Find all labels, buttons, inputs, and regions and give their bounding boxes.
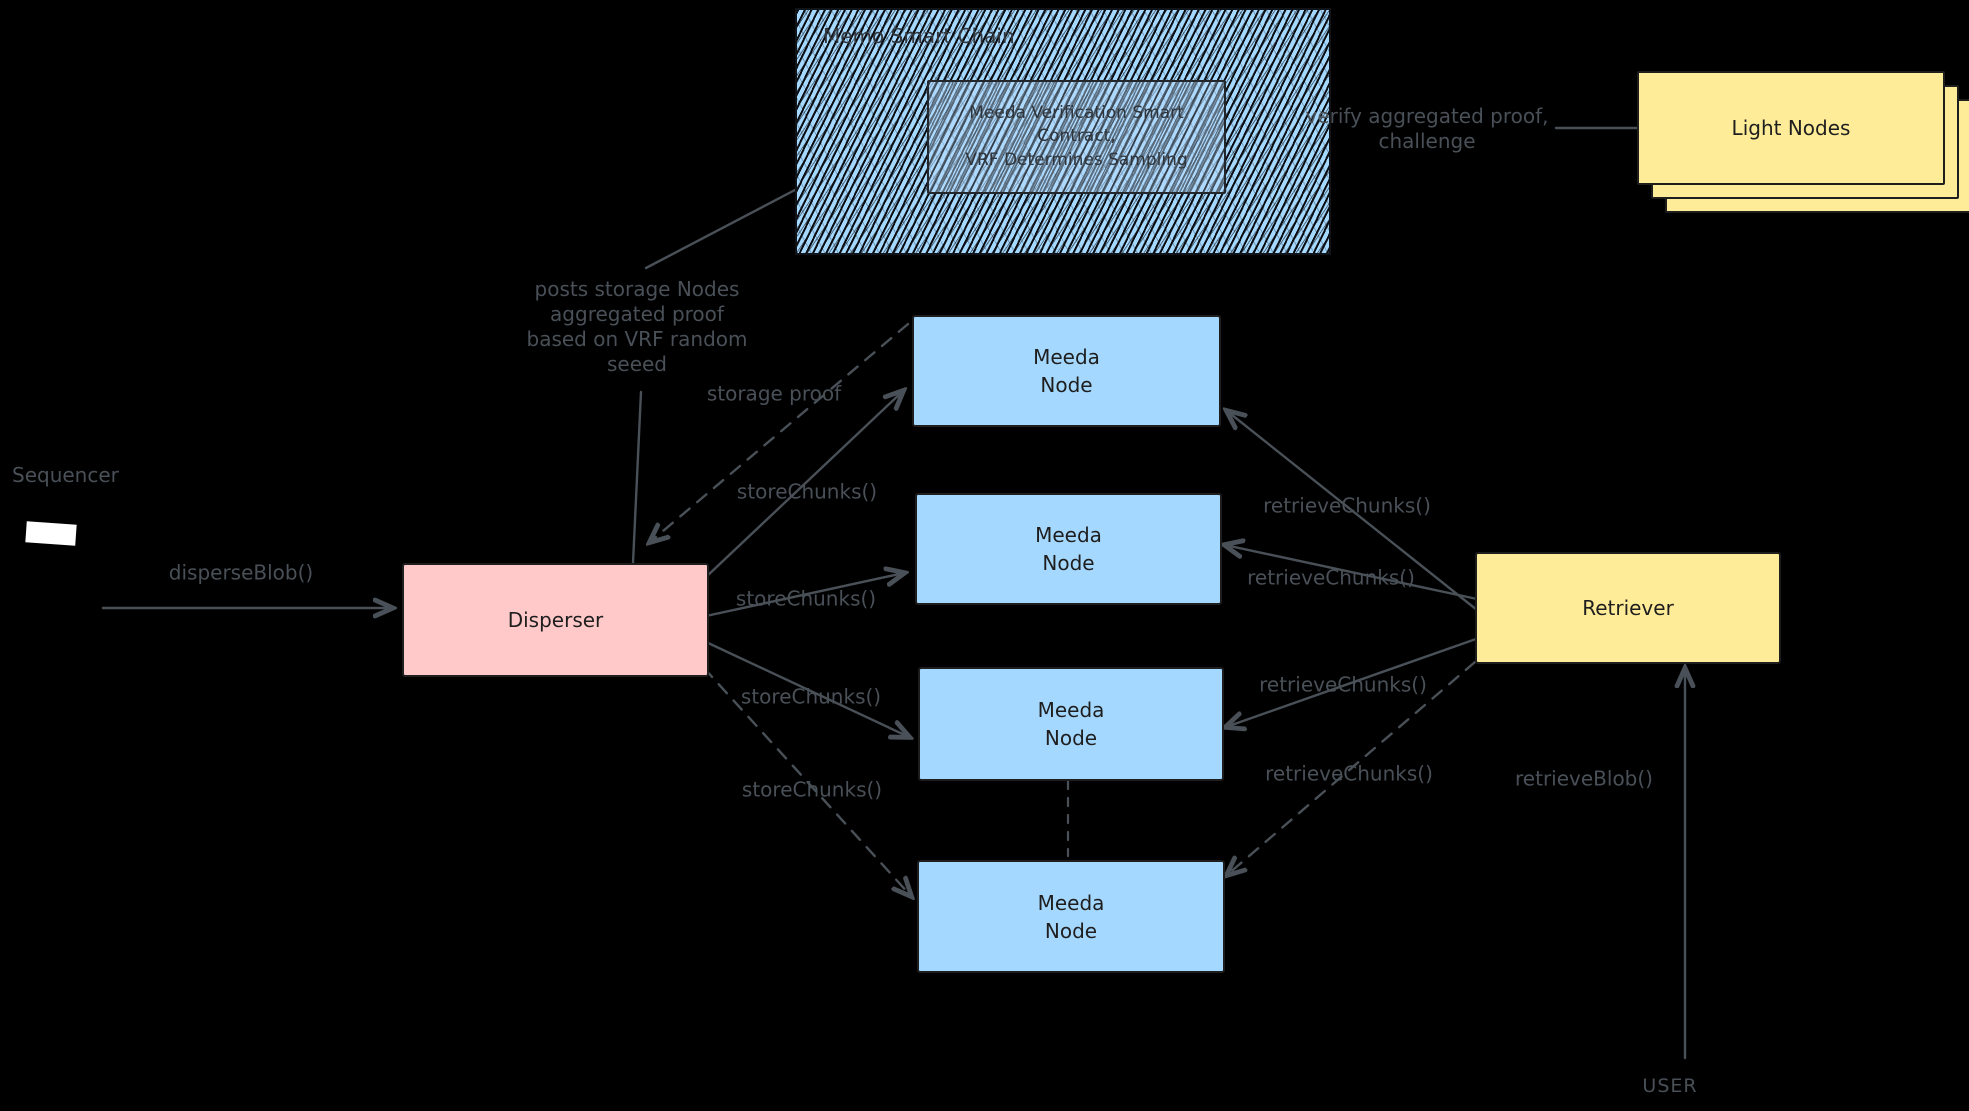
disperse-blob-label: disperseBlob() (168, 560, 314, 585)
store-chunks-label-3: storeChunks() (740, 684, 882, 709)
retrieve-chunks-arrow-2 (1225, 545, 1479, 601)
disperser-box: Disperser (402, 563, 709, 677)
verification-contract-box: Meeda Verification Smart Contract, VRF D… (927, 80, 1226, 194)
store-chunks-label-1: storeChunks() (736, 479, 878, 504)
retrieve-chunks-label-2: retrieveChunks() (1247, 565, 1415, 590)
retrieve-chunks-label-3: retrieveChunks() (1259, 672, 1427, 697)
retrieve-chunks-label-1: retrieveChunks() (1263, 493, 1431, 518)
posts-proof-label: posts storage Nodes aggregated proof bas… (526, 277, 748, 376)
user-label: USER (1642, 1075, 1698, 1098)
meeda-node-box-1: Meeda Node (912, 315, 1221, 427)
post-proof-line-lower (631, 390, 643, 565)
meeda-node-box-4: Meeda Node (917, 860, 1225, 973)
meeda-node-box-2: Meeda Node (915, 493, 1222, 605)
store-chunks-arrow-2 (704, 573, 904, 618)
light-nodes-card: Light Nodes (1637, 71, 1945, 185)
retrieve-chunks-label-4: retrieveChunks() (1265, 761, 1433, 786)
meeda-node-box-3: Meeda Node (918, 667, 1224, 781)
retrieve-chunks-arrow-4 (1227, 660, 1477, 875)
sequencer-shape (25, 521, 77, 546)
retriever-box: Retriever (1475, 552, 1781, 664)
store-chunks-arrow-1 (704, 391, 903, 579)
verify-proof-label: verify aggregated proof, challenge (1305, 104, 1549, 153)
retrieve-chunks-arrow-1 (1227, 411, 1479, 612)
store-chunks-arrow-4 (702, 666, 911, 896)
retrieve-blob-label: retrieveBlob() (1515, 766, 1653, 791)
chain-title: Memo Smart Chain (823, 24, 1015, 48)
store-chunks-label-4: storeChunks() (741, 777, 883, 802)
retrieve-chunks-arrow-3 (1226, 637, 1478, 727)
storage-proof-arrow (650, 322, 910, 542)
light-nodes-stack: Light Nodes (1637, 71, 1969, 213)
memo-smart-chain-box: Memo Smart Chain Meeda Verification Smar… (795, 8, 1331, 255)
store-chunks-arrow-3 (704, 640, 909, 737)
store-chunks-label-2: storeChunks() (735, 586, 877, 611)
sequencer-label: Sequencer (12, 463, 119, 487)
storage-proof-label: storage proof (706, 381, 842, 406)
